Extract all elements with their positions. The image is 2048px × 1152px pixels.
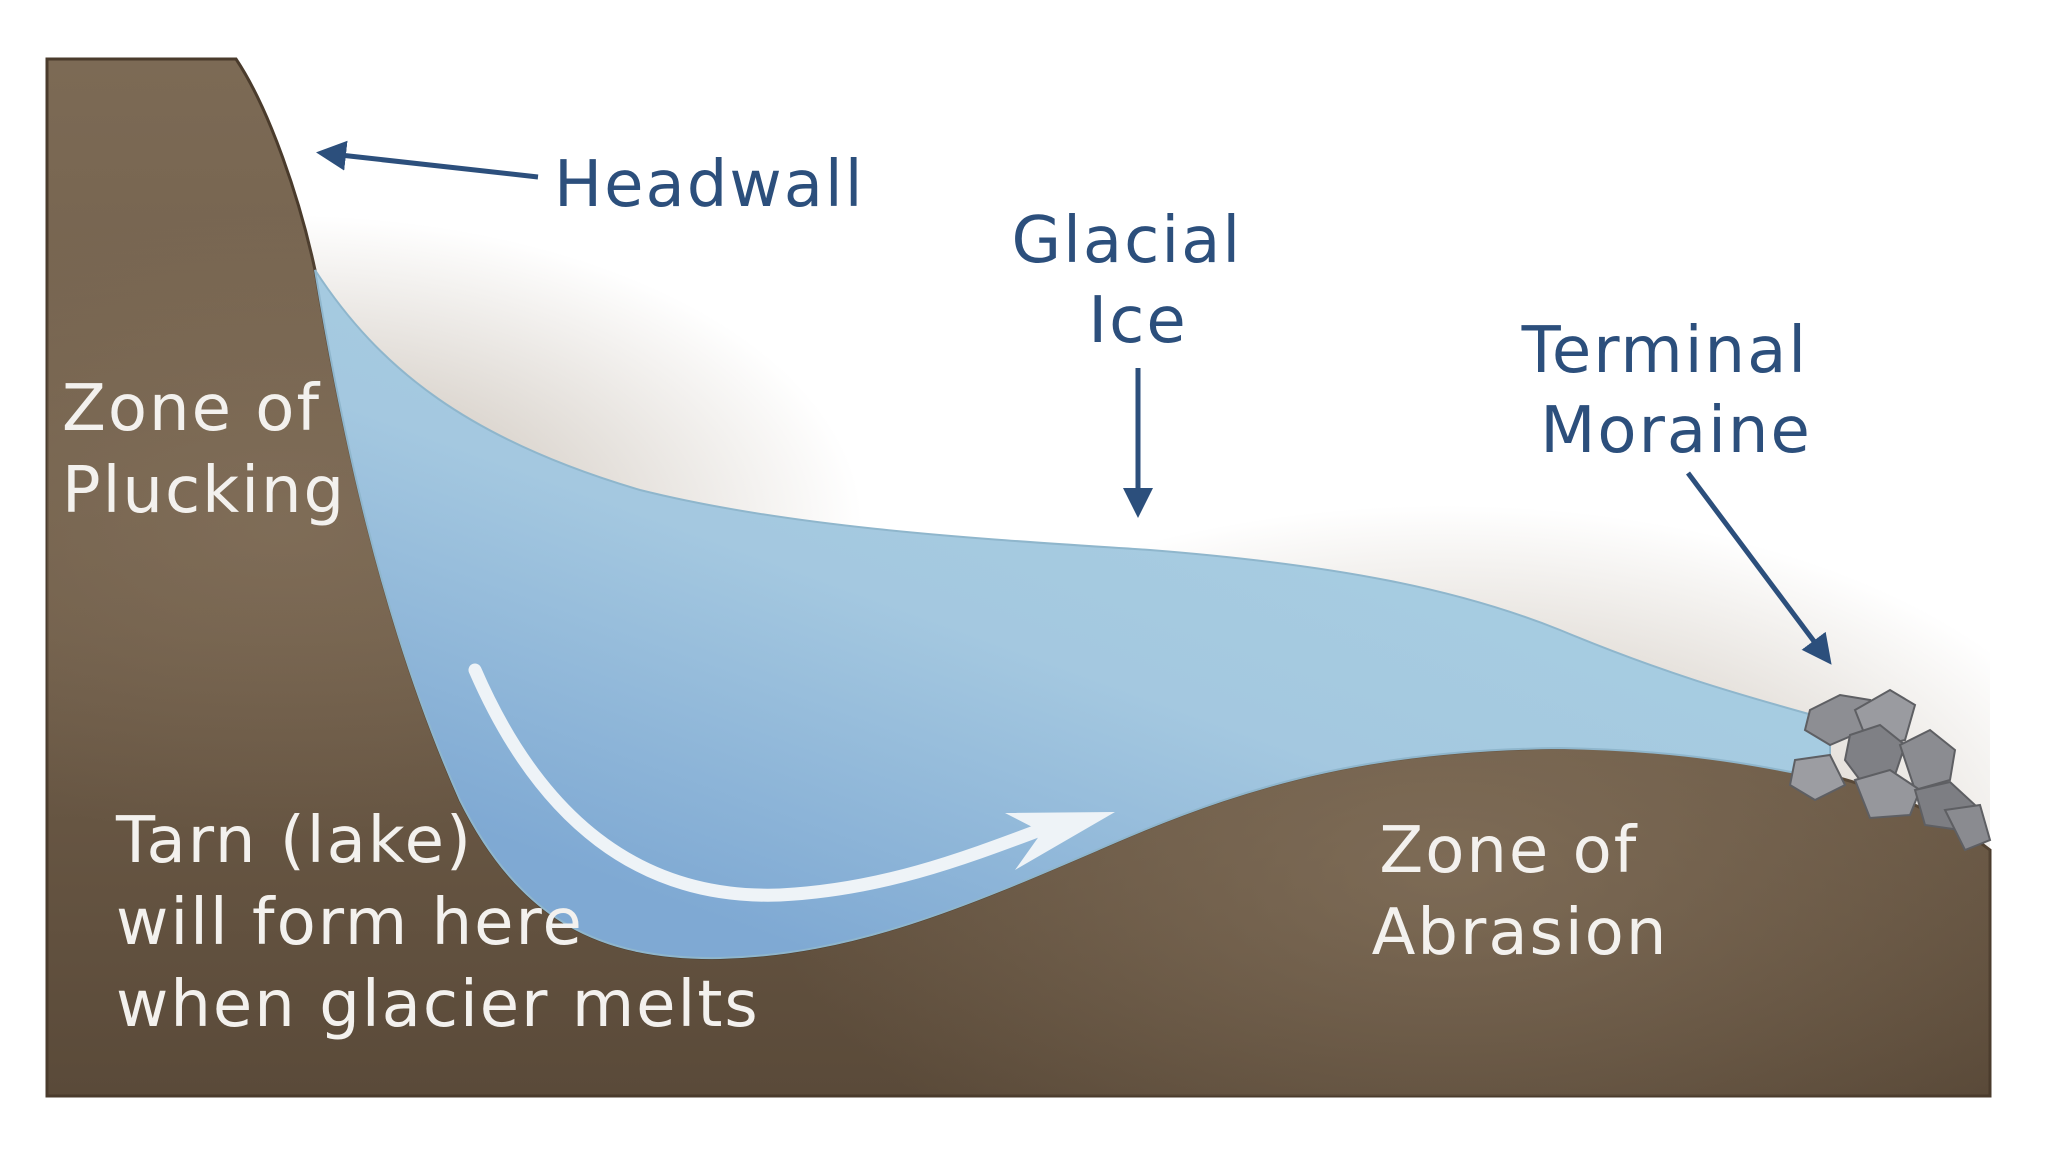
glacial-ice-label: Glacial Ice	[1012, 204, 1265, 358]
headwall-label: Headwall	[554, 148, 864, 222]
terminal-moraine-boulders	[1788, 688, 1992, 852]
terminal-moraine-pointer-arrow	[1685, 471, 1832, 665]
ice-flow-arrowhead	[1005, 812, 1115, 870]
glacial-ice	[314, 269, 1831, 960]
zone-of-abrasion-label: Zone of Abrasion	[1372, 814, 1669, 970]
zone-of-plucking-label: Zone of Plucking	[62, 372, 346, 528]
tarn-label: Tarn (lake) will form here when glacier …	[115, 804, 760, 1042]
terminal-moraine-label: Terminal Moraine	[1521, 314, 1831, 468]
headwall-pointer-arrow	[316, 140, 539, 180]
ice-flow-arrow	[468, 663, 1047, 902]
